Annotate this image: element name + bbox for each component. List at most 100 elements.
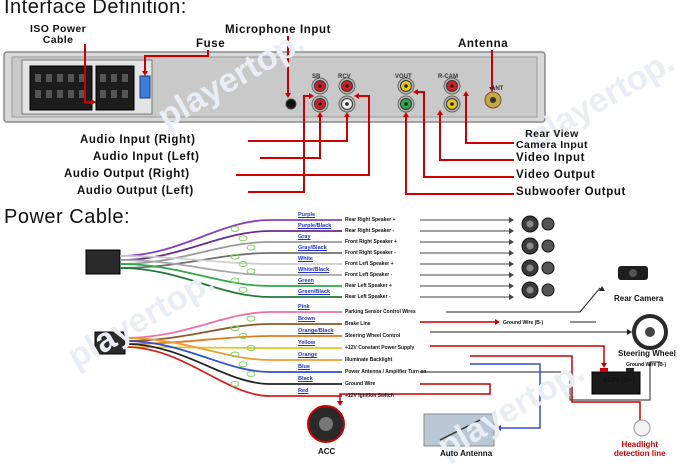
wire-color-label: Orange — [298, 352, 318, 358]
wire-color-label: Green/Black — [298, 289, 331, 295]
wire-tag-3 — [230, 253, 240, 260]
arrow-head — [91, 99, 96, 105]
rear-camera-label: Rear Camera — [614, 294, 664, 303]
audio-output-left-label: Audio Output (Left) — [77, 185, 194, 197]
wire-function-label: Front Left Speaker - — [345, 272, 393, 278]
wire-tag-7 — [238, 286, 248, 293]
wire-color-label: Purple — [298, 212, 316, 218]
wire-0 — [119, 219, 342, 257]
wire-15 — [124, 346, 342, 397]
jack-label-ant: ANT — [491, 86, 504, 92]
iso-pin — [79, 74, 85, 82]
iso-pin — [79, 90, 85, 98]
wire-function-label: Front Left Speaker + — [345, 261, 394, 267]
arrow-head — [489, 87, 495, 92]
wire-2 — [119, 241, 342, 265]
arrow-head — [317, 112, 323, 117]
arrow-head — [509, 272, 514, 278]
arrow-head — [463, 91, 469, 96]
antenna-label: Antenna — [458, 38, 509, 50]
wire-10 — [124, 335, 342, 345]
rear-view-camera-label: Rear View Camera Input — [516, 128, 588, 151]
microphone-label: Microphone Input — [225, 24, 332, 36]
iso-pin — [35, 90, 41, 98]
battery-icon — [591, 371, 641, 395]
wire-function-label: Illuminate Backlight — [345, 357, 393, 363]
rca-jack-center — [450, 102, 454, 106]
wire-function-label: +12V Constant Power Supply — [345, 345, 415, 351]
audio-output-right-label: Audio Output (Right) — [64, 168, 190, 180]
arrow-head — [627, 329, 632, 335]
wire-12 — [124, 337, 342, 361]
wire-tag-15 — [230, 380, 240, 387]
arrow-head — [413, 89, 418, 95]
arrow-head — [509, 283, 514, 289]
iso-pin — [111, 74, 117, 82]
speaker-cone — [526, 242, 534, 250]
iso-pin — [46, 74, 52, 82]
arrow-head — [599, 286, 605, 291]
speaker-cone — [526, 264, 534, 272]
iso-pin — [68, 74, 74, 82]
arrow-head — [509, 294, 514, 300]
wire-8 — [124, 311, 342, 339]
fuse-icon — [139, 75, 151, 99]
wire-color-label: Black — [298, 376, 313, 382]
ground-wire-b2-label: Ground Wire (B-) — [626, 362, 667, 368]
wire-color-label: Pink — [298, 304, 310, 310]
wire-6 — [119, 263, 342, 287]
steering-wheel-icon — [632, 314, 668, 350]
arrow-head — [601, 363, 607, 368]
wire-5 — [119, 259, 342, 276]
battery-plus-terminal — [600, 368, 608, 372]
iso-pin — [46, 90, 52, 98]
wire-function-label: Rear Left Speaker + — [345, 283, 392, 289]
wire-color-label: Gray/Black — [298, 245, 327, 251]
audio-out-left-leader — [248, 95, 312, 193]
wire-function-label: Steering Wheel Control — [345, 333, 401, 339]
wire-color-label: Green — [298, 278, 314, 284]
speaker-back — [541, 283, 555, 297]
ground-line — [420, 361, 660, 401]
arrow-head — [496, 425, 501, 431]
arrow-head — [309, 93, 314, 99]
wire-tag-5 — [246, 268, 256, 275]
jack-label-vout: VOUT — [395, 74, 412, 80]
wire-function-label: Brake Line — [345, 321, 371, 327]
iso-pin — [35, 74, 41, 82]
arrow-head — [344, 112, 350, 117]
iso-connector-a — [29, 65, 93, 111]
iso-pin — [122, 74, 128, 82]
speaker-connector — [85, 249, 121, 275]
rear-cam-leader — [465, 93, 514, 144]
wire-tag-14 — [246, 371, 256, 377]
wire-color-label: White — [298, 256, 313, 262]
rca-jack-center — [404, 102, 408, 106]
arrow-head — [403, 112, 409, 117]
rear-camera-lens — [629, 269, 637, 277]
subwoofer-output-label: Subwoofer Output — [516, 186, 626, 198]
antenna-jack-center — [490, 97, 496, 103]
rca-jack-center — [318, 84, 322, 88]
auto-antenna-label: Auto Antenna — [440, 449, 493, 458]
audio-in-right-leader — [248, 114, 348, 142]
wire-color-label: Gray — [298, 234, 311, 240]
steering-hub — [645, 327, 655, 337]
wire-function-label: +12V Ignition Switch — [345, 393, 394, 399]
antenna-rod — [439, 419, 481, 441]
arrow-head — [354, 93, 359, 99]
iso-pin — [122, 90, 128, 98]
ignition-line — [339, 383, 491, 404]
steering-wheel-label: Steering Wheel — [618, 349, 676, 358]
audio-out-right-leader — [236, 95, 370, 176]
subwoofer-leader — [405, 114, 514, 195]
wire-tag-12 — [230, 351, 240, 358]
interface-title: Interface Definition: — [4, 0, 187, 18]
wire-14 — [124, 343, 342, 385]
headlight-label: Headlight detection line — [614, 440, 666, 458]
arrow-head — [495, 319, 500, 325]
iso-pin — [68, 90, 74, 98]
arrow-head — [509, 217, 514, 223]
constant-power-line — [430, 345, 605, 366]
